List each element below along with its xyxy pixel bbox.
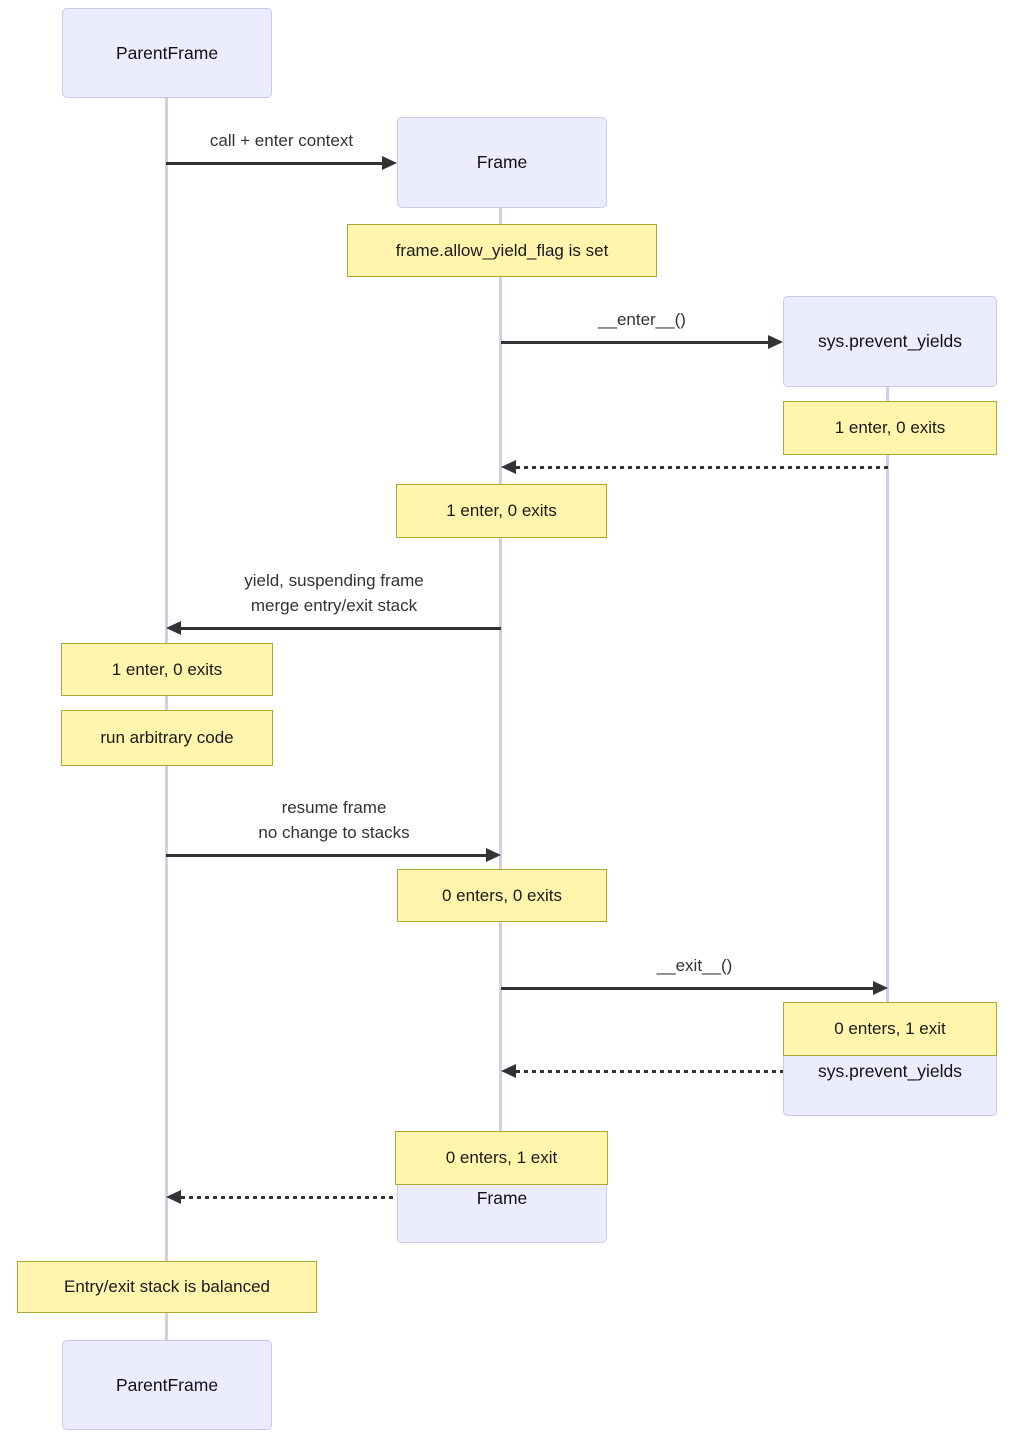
participant-label: ParentFrame <box>115 1374 219 1395</box>
participant-frame-top-box: Frame <box>397 117 607 208</box>
message-line-yield <box>181 627 501 630</box>
note-text: 0 enters, 1 exit <box>445 1148 558 1167</box>
participant-parentframe-top-box: ParentFrame <box>62 8 272 98</box>
note-frame-after-resume: 0 enters, 0 exits <box>397 869 607 922</box>
message-line-resume <box>166 854 486 857</box>
arrowhead-icon <box>873 981 888 995</box>
message-label-exit: __exit__() <box>656 956 733 975</box>
message-label-yield: yield, suspending frame merge entry/exit… <box>244 571 424 615</box>
arrowhead-icon <box>486 848 501 862</box>
message-line-exit <box>501 987 873 990</box>
note-sys-after-enter: 1 enter, 0 exits <box>783 401 997 455</box>
participant-label: sys.prevent_yields <box>818 1060 962 1081</box>
message-label-enter: __enter__() <box>598 310 686 329</box>
arrowhead-icon <box>166 1190 181 1204</box>
note-balanced: Entry/exit stack is balanced <box>17 1261 317 1313</box>
note-frame-after-exit: 0 enters, 1 exit <box>395 1131 608 1185</box>
lifeline-sys-prevent-yields <box>886 387 889 1030</box>
participant-label: Frame <box>476 1187 528 1208</box>
note-text: frame.allow_yield_flag is set <box>395 240 609 260</box>
message-line-return-after-exit <box>516 1070 783 1073</box>
lifeline-frame <box>499 208 502 1160</box>
note-parent-after-yield: 1 enter, 0 exits <box>61 643 273 696</box>
note-sys-after-exit: 0 enters, 1 exit <box>783 1002 997 1056</box>
participant-label: Frame <box>476 152 528 172</box>
participant-parentframe-bottom-box: ParentFrame <box>62 1340 272 1430</box>
note-text: 1 enter, 0 exits <box>446 501 557 520</box>
message-line-call-enter-context <box>166 162 383 165</box>
note-frame-after-enter: 1 enter, 0 exits <box>396 484 607 538</box>
message-line-return-to-parent <box>181 1196 397 1199</box>
note-text: 1 enter, 0 exits <box>111 659 223 679</box>
note-run-arbitrary-code: run arbitrary code <box>61 710 273 766</box>
note-text: 0 enters, 1 exit <box>834 1019 946 1038</box>
arrowhead-icon <box>501 460 516 474</box>
note-text: Entry/exit stack is balanced <box>64 1277 270 1296</box>
message-line-enter <box>501 341 769 344</box>
participant-label: ParentFrame <box>115 42 219 63</box>
participant-label: sys.prevent_yields <box>818 331 962 351</box>
arrowhead-icon <box>382 156 397 170</box>
message-line-return-after-enter <box>516 466 888 469</box>
note-text: 0 enters, 0 exits <box>441 885 562 905</box>
arrowhead-icon <box>501 1064 516 1078</box>
participant-sys-prevent-yields-top-box: sys.prevent_yields <box>783 296 997 387</box>
note-allow-yield-flag: frame.allow_yield_flag is set <box>347 224 657 277</box>
note-text: 1 enter, 0 exits <box>834 418 946 437</box>
message-label-call-enter-context: call + enter context <box>209 131 354 150</box>
message-label-resume: resume frame no change to stacks <box>258 798 410 842</box>
arrowhead-icon <box>768 335 783 349</box>
note-text: run arbitrary code <box>100 728 234 747</box>
arrowhead-icon <box>166 621 181 635</box>
